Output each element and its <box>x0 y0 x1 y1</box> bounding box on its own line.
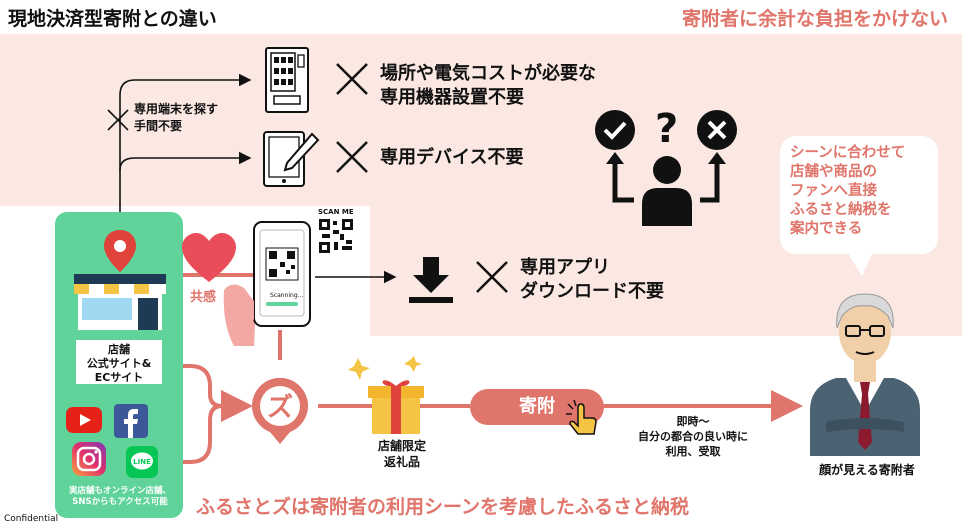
decision-person-icon: ? <box>595 106 737 226</box>
bubble-tail <box>846 250 874 276</box>
timing-line3: 利用、受取 <box>665 445 721 458</box>
store-foot-line2: SNSからもアクセス可能 <box>72 497 168 507</box>
no-search-line2: 手間不要 <box>134 119 183 133</box>
svg-text:ズ: ズ <box>267 392 293 423</box>
svg-text:LINE: LINE <box>133 458 151 466</box>
headline: 寄附者に余計な負担をかけない <box>681 8 948 30</box>
pointer-hand-icon <box>566 400 597 435</box>
tablet-pen-icon <box>263 131 320 187</box>
bubble-line3: ファンへ直接 <box>790 183 877 199</box>
gift-label-line1: 店舗限定 <box>377 439 426 453</box>
instagram-icon <box>72 442 106 476</box>
svg-text:?: ? <box>655 106 678 152</box>
store-label: 店舗 公式サイト& ECサイト <box>76 340 162 384</box>
gift-label-line2: 返礼品 <box>383 455 420 469</box>
store-label-line2: 公式サイト& <box>86 357 152 370</box>
no-app-line2: ダウンロード不要 <box>520 281 664 302</box>
bubble-line2: 店舗や商品の <box>790 164 877 180</box>
store-foot-line1: 実店舗もオンライン店舗、 <box>68 486 171 496</box>
timing-line1: 即時〜 <box>676 415 710 428</box>
donor-person-icon <box>810 293 920 456</box>
vending-machine-icon <box>265 47 309 113</box>
line-icon: LINE <box>126 446 158 478</box>
gift-label: 店舗限定 返礼品 <box>366 438 438 470</box>
no-app-line1: 専用アプリ <box>520 257 610 278</box>
bubble-line5: 案内できる <box>790 221 863 237</box>
facebook-icon <box>114 404 148 438</box>
store-label-line3: ECサイト <box>94 371 144 384</box>
store-icon <box>74 230 166 330</box>
bubble-line4: ふるさと納税を <box>790 202 892 218</box>
speech-bubble: シーンに合わせて 店舗や商品の ファンへ直接 ふるさと納税を 案内できる <box>780 136 938 254</box>
confidential-label: Confidential <box>4 514 59 524</box>
page-title: 現地決済型寄附との違い <box>8 8 217 30</box>
furusatoz-logo-icon: ズ <box>252 377 308 444</box>
empathy-label: 共感 <box>190 290 217 305</box>
timing-line2: 自分の都合の良い時に <box>638 430 748 443</box>
tagline: ふるさとズは寄附者の利用シーンを考慮したふるさと納税 <box>196 496 690 518</box>
no-device-cost-line1: 場所や電気コストが必要な <box>380 63 596 84</box>
phone-scan-icon <box>223 221 311 346</box>
timing-text: 即時〜 自分の都合の良い時に 利用、受取 <box>620 414 766 459</box>
no-device-text: 専用デバイス不要 <box>380 147 524 168</box>
gift-icon <box>348 356 424 434</box>
store-access-note: 実店舗もオンライン店舗、 SNSからもアクセス可能 <box>58 486 182 508</box>
youtube-icon <box>66 407 102 433</box>
no-search-line1: 専用端末を探す <box>134 102 219 116</box>
bubble-line1: シーンに合わせて <box>790 145 906 161</box>
heart-icon <box>182 233 236 282</box>
download-icon <box>409 257 453 303</box>
store-label-line1: 店舗 <box>108 343 130 356</box>
donor-label: 顔が見える寄附者 <box>819 463 915 477</box>
no-device-cost-line2: 専用機器設置不要 <box>380 87 524 108</box>
qr-code-icon <box>318 218 354 254</box>
scanning-label: Scanning... <box>270 292 304 299</box>
scan-me-label: SCAN ME <box>318 208 354 216</box>
